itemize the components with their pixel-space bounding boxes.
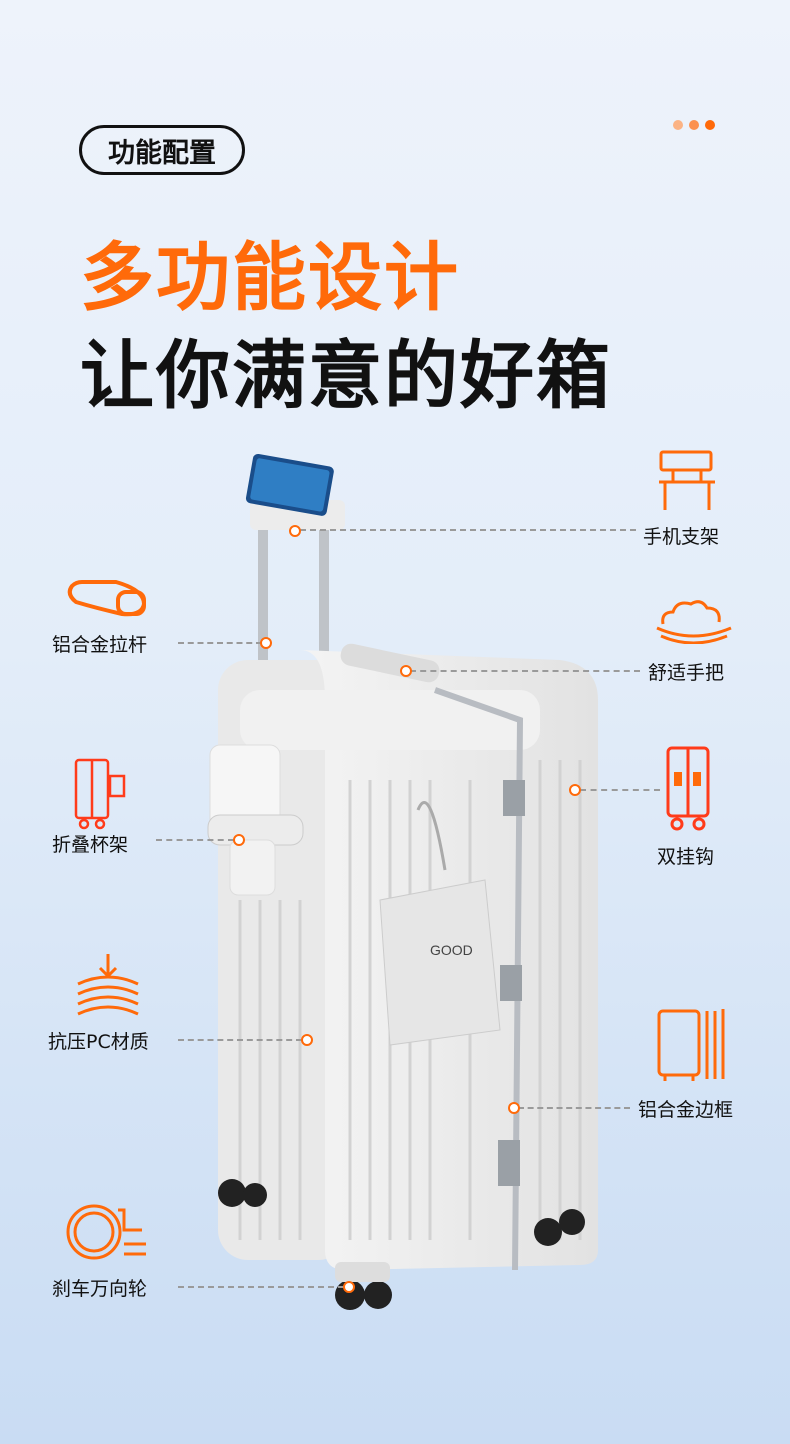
label-pc-material: 抗压PC材质 (48, 1031, 149, 1053)
leader-handle (410, 670, 640, 672)
brake-wheel-icon (66, 1204, 146, 1260)
marker-trolley (260, 637, 272, 649)
label-double-hook: 双挂钩 (657, 846, 715, 868)
marker-wheels (343, 1281, 355, 1293)
cup-holder-icon (74, 758, 126, 830)
cloud-handle-icon (656, 600, 732, 644)
dot-3 (705, 120, 715, 130)
dot-2 (689, 120, 699, 130)
marker-handle (400, 665, 412, 677)
title-line-1: 多功能设计 (80, 235, 460, 321)
section-badge: 功能配置 (79, 125, 245, 175)
bag-text: GOOD (430, 942, 473, 958)
label-alloy-frame: 铝合金边框 (638, 1099, 734, 1121)
double-hook-icon (666, 746, 710, 831)
dot-1 (673, 120, 683, 130)
marker-cup (233, 834, 245, 846)
alloy-frame-icon (657, 1009, 725, 1081)
leader-hook (580, 789, 660, 791)
label-trolley: 铝合金拉杆 (52, 634, 148, 656)
leader-pc (178, 1039, 302, 1041)
leader-trolley (178, 642, 262, 644)
marker-frame (508, 1102, 520, 1114)
phone-holder-icon (659, 450, 715, 510)
pressure-material-icon (77, 954, 139, 1016)
marker-pc (301, 1034, 313, 1046)
dots-indicator (673, 120, 715, 130)
marker-hook (569, 784, 581, 796)
label-wheels: 刹车万向轮 (52, 1278, 148, 1300)
leader-frame (518, 1107, 630, 1109)
leader-wheels (178, 1286, 344, 1288)
leader-phone-holder (300, 529, 636, 531)
label-phone-holder: 手机支架 (643, 526, 720, 548)
label-cup-holder: 折叠杯架 (52, 834, 129, 856)
trolley-icon (67, 580, 147, 617)
title-line-2: 让你满意的好箱 (80, 333, 612, 419)
leader-cup (156, 839, 234, 841)
marker-phone-holder (289, 525, 301, 537)
label-handle: 舒适手把 (648, 662, 725, 684)
